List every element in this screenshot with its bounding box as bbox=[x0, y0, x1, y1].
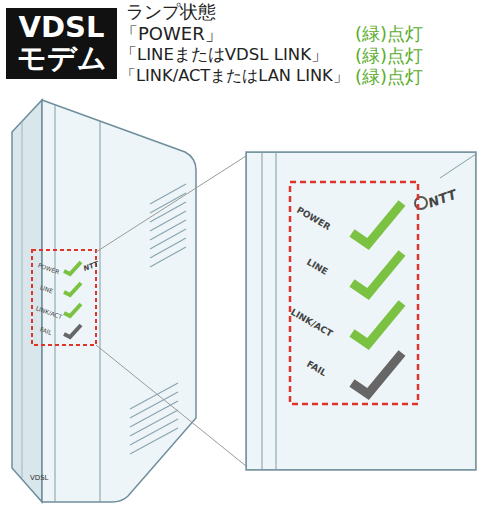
modem-side bbox=[12, 100, 42, 502]
logo-text: NTT bbox=[83, 261, 100, 274]
modem-groove bbox=[55, 105, 56, 502]
title-box: VDSL モデム bbox=[6, 8, 117, 79]
lamp-state: (緑)点灯 bbox=[355, 67, 423, 87]
lamp-label: FAIL bbox=[305, 360, 328, 379]
logo-text: NTT bbox=[427, 188, 459, 211]
lamp-name: 「POWER」 bbox=[120, 24, 223, 44]
zoom-leader bbox=[96, 156, 246, 252]
lamp-label: LINK/ACT bbox=[35, 305, 63, 321]
lamp-state: (緑)点灯 bbox=[355, 24, 423, 44]
zoom-groove bbox=[276, 152, 277, 470]
lamp-name: 「LINK/ACTまたはLAN LINK」 bbox=[120, 67, 349, 85]
title-text: VDSL モデム bbox=[6, 10, 117, 77]
lamp-label: LINE bbox=[39, 284, 54, 295]
model-label: VDSL bbox=[30, 475, 49, 483]
zoom-panel bbox=[246, 152, 476, 470]
modem-groove bbox=[22, 122, 23, 478]
modem-front bbox=[42, 100, 196, 502]
lamp-label: LINK/ACT bbox=[289, 308, 334, 340]
lamp-label: FAIL bbox=[39, 326, 53, 336]
lamp-label: LINE bbox=[305, 258, 330, 278]
lamp-label: POWER bbox=[37, 262, 60, 276]
zoom-lamps bbox=[352, 203, 402, 394]
modem-groove bbox=[100, 121, 101, 502]
heading-text: ランプ状態 bbox=[126, 2, 216, 22]
zoom-groove bbox=[262, 152, 263, 470]
lamp-state: (緑)点灯 bbox=[355, 46, 423, 66]
zoom-highlight bbox=[290, 182, 418, 404]
lamp-label: POWER bbox=[295, 206, 332, 233]
zoom-edge bbox=[440, 154, 476, 178]
lamp-name: 「LINEまたはVDSL LINK」 bbox=[120, 46, 328, 64]
zoom-leader bbox=[96, 345, 246, 466]
zoom-panel: POWER LINE LINK/ACT FAIL NTT bbox=[246, 152, 476, 470]
small-lamps bbox=[64, 262, 81, 337]
